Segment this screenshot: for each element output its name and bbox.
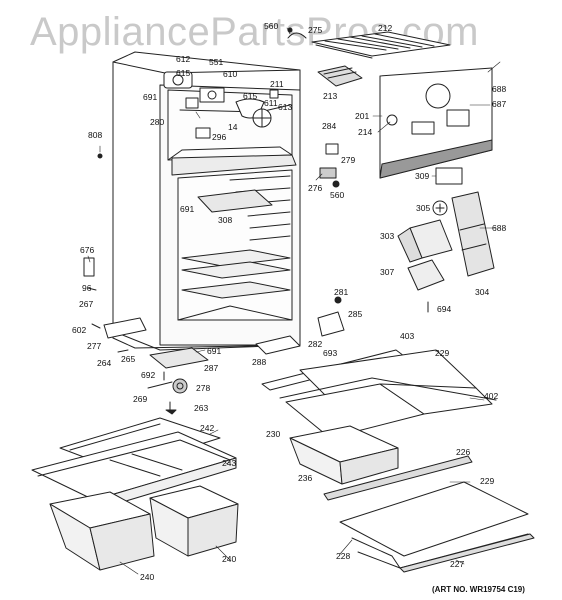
callout-243: 243 [222, 458, 237, 468]
freezer-wire-shelf [311, 31, 451, 59]
crisper-pan-240-left [49, 491, 155, 571]
callout-308: 308 [218, 215, 233, 225]
callout-691-b: 691 [180, 204, 195, 214]
callout-611: 611 [264, 98, 278, 108]
callout-688-b: 688 [492, 223, 507, 233]
callout-201: 201 [355, 111, 370, 121]
callout-228: 228 [336, 551, 351, 561]
bracket-288 [255, 335, 301, 355]
callout-403: 403 [400, 331, 415, 341]
callout-280: 280 [150, 117, 165, 127]
evaporator-cover [379, 67, 493, 179]
callout-267: 267 [79, 299, 94, 309]
callout-303: 303 [380, 231, 395, 241]
bottom-hinge-287 [149, 347, 209, 369]
callout-688: 688 [492, 84, 507, 94]
callout-287: 287 [204, 363, 219, 373]
callout-560-b: 560 [330, 190, 345, 200]
callout-240-left: 240 [140, 572, 155, 582]
callout-694: 694 [437, 304, 452, 314]
leader-lines [87, 27, 501, 575]
callout-269: 269 [133, 394, 148, 404]
fresh-food-compartment [177, 169, 293, 321]
callout-551: 551 [209, 57, 224, 67]
callout-610: 610 [223, 69, 238, 79]
callout-691: 691 [143, 92, 158, 102]
crisper-drawer-236 [289, 425, 399, 485]
callout-213: 213 [323, 91, 338, 101]
callout-14: 14 [228, 122, 238, 132]
shelf-308 [197, 189, 273, 213]
callout-263: 263 [194, 403, 209, 413]
callout-808: 808 [88, 130, 103, 140]
light-socket [319, 143, 340, 188]
callout-277: 277 [87, 341, 102, 351]
shelf-frame-228-227 [351, 533, 535, 573]
callout-612: 612 [176, 54, 191, 64]
callout-230: 230 [266, 429, 281, 439]
duct-304 [451, 191, 495, 277]
callout-229: 229 [435, 348, 450, 358]
glass-shelf-229b [339, 481, 529, 557]
callout-687: 687 [492, 99, 507, 109]
callout-211: 211 [270, 79, 284, 89]
label-309 [435, 167, 463, 185]
duct-307 [407, 259, 445, 291]
leveling-roller [117, 349, 188, 415]
callout-560: 560 [264, 21, 279, 31]
callout-282: 282 [308, 339, 323, 349]
callout-242: 242 [200, 423, 215, 433]
side-hardware [83, 153, 103, 329]
callout-402: 402 [484, 391, 499, 401]
hinge-277 [103, 317, 147, 339]
callout-240-right: 240 [222, 554, 237, 564]
callout-226: 226 [456, 447, 471, 457]
callout-691-c: 691 [207, 346, 222, 356]
glass-shelf-229 [279, 349, 497, 439]
callout-229-b: 229 [480, 476, 495, 486]
callout-212: 212 [378, 23, 393, 33]
callout-281: 281 [334, 287, 349, 297]
callout-305: 305 [416, 203, 431, 213]
art-number: (ART NO. WR19754 C19) [432, 585, 525, 594]
callout-613: 613 [278, 102, 293, 112]
callout-275: 275 [308, 25, 323, 35]
callout-309: 309 [415, 171, 430, 181]
callout-236: 236 [298, 473, 313, 483]
thermostat-control-assembly [163, 71, 279, 139]
callout-278: 278 [196, 383, 211, 393]
callout-693: 693 [323, 348, 338, 358]
callout-615-b: 615 [243, 91, 258, 101]
callout-692: 692 [141, 370, 156, 380]
callout-676: 676 [80, 245, 95, 255]
duct-303 [397, 219, 453, 263]
callout-288: 288 [252, 357, 267, 367]
ice-tray-213 [317, 65, 363, 87]
callout-214: 214 [358, 127, 373, 137]
callout-96: 96 [82, 283, 92, 293]
callout-264: 264 [97, 358, 112, 368]
callout-227: 227 [450, 559, 465, 569]
crisper-pan-240-right [149, 485, 239, 557]
callout-285: 285 [348, 309, 363, 319]
callout-304: 304 [475, 287, 490, 297]
shelf-bracket-275 [287, 27, 307, 39]
callout-615: 615 [176, 68, 191, 78]
damper-305 [432, 200, 448, 216]
shelf-frame-226 [323, 455, 473, 501]
callout-279: 279 [341, 155, 356, 165]
callout-307: 307 [380, 267, 395, 277]
callout-276: 276 [308, 183, 323, 193]
hinge-282 [317, 296, 345, 337]
callout-602: 602 [72, 325, 87, 335]
callout-296: 296 [212, 132, 227, 142]
callout-284: 284 [322, 121, 337, 131]
callout-265: 265 [121, 354, 136, 364]
